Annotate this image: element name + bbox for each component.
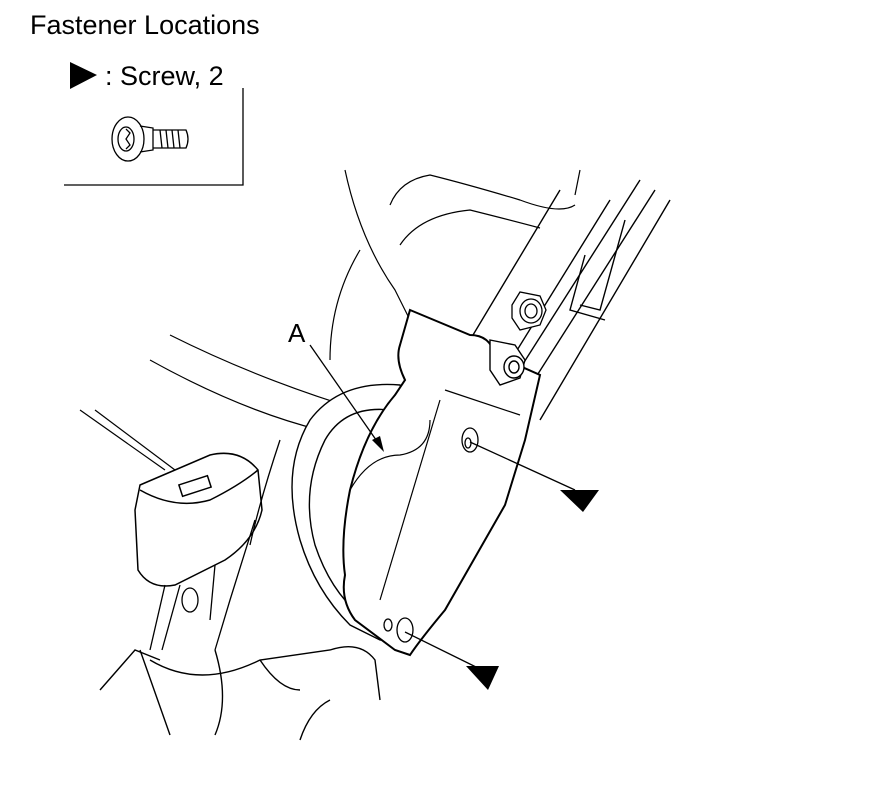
cover-top-tab xyxy=(489,339,526,386)
screw-location-marker-upper xyxy=(469,441,599,512)
retractor-cover-part-a xyxy=(342,308,542,657)
legend-box-frame xyxy=(64,88,244,186)
triangle-marker-icon xyxy=(560,490,599,512)
legend-triangle-marker-icon xyxy=(70,62,97,89)
screw-location-marker-lower xyxy=(404,631,499,690)
lower-belt-webbing xyxy=(149,439,281,651)
legend-fastener-name: Screw xyxy=(120,61,194,91)
legend-label: : Screw, 2 xyxy=(105,61,224,91)
triangle-marker-icon xyxy=(466,666,499,690)
callout-a-leader xyxy=(309,344,384,452)
upper-bolt-icon xyxy=(511,291,547,331)
lower-trim-panel xyxy=(99,646,381,741)
belt-buckle-guide xyxy=(134,452,263,587)
legend-separator: : xyxy=(105,61,113,91)
cover-screw-holes xyxy=(383,427,479,643)
legend-fastener-count: 2 xyxy=(208,61,224,91)
screw-icon xyxy=(111,116,189,162)
callout-label-a: A xyxy=(288,318,306,348)
diagram-title: Fastener Locations xyxy=(30,10,260,40)
